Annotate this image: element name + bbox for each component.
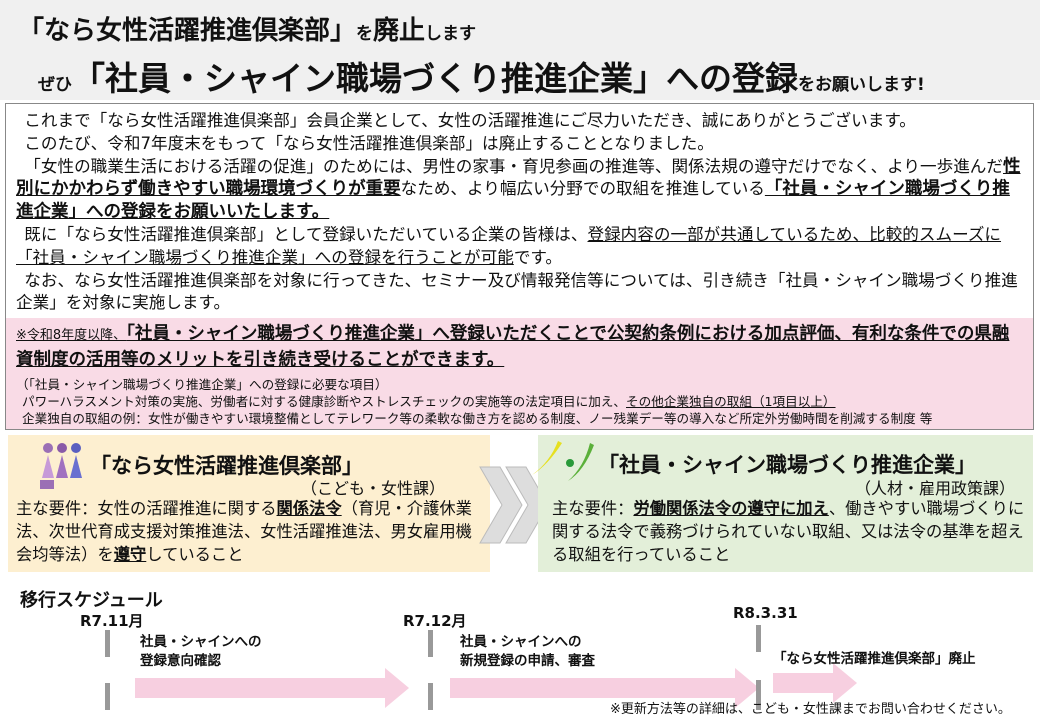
requirements-title: （「社員・シャイン職場づくり推進企業」への登録に必要な項目） [16, 377, 388, 392]
timeline-marker [105, 630, 110, 657]
step-text: 社員・シャインへの [140, 634, 262, 650]
timeline-marker [428, 683, 433, 710]
requirement-1: パワーハラスメント対策の実施、労働者に対する健康診断やストレスチェックの実施等の… [16, 393, 932, 410]
text: パワーハラスメント対策の実施、労働者に対する健康診断やストレスチェックの実施等の… [22, 394, 626, 409]
schedule-arrow [135, 668, 409, 708]
paragraph-4: 既に「なら女性活躍推進倶楽部」として登録いただいている企業の皆様は、登録内容の一… [16, 224, 1026, 270]
header-line-2: ぜひ「社員・シャイン職場づくり推進企業」への登録をお願いします! [38, 52, 925, 100]
schedule-date: R7.12月 [403, 612, 467, 630]
notice-prefix: ※令和8年度以降、 [16, 328, 127, 343]
schedule-step-1: 社員・シャインへの登録意向確認 [140, 633, 262, 671]
schedule-step-3: 「なら女性活躍推進倶楽部」廃止 [773, 650, 976, 669]
text: 、働きやすい職場づくりに関する法令で義務づけられていない取組、又は法令の基準を超… [552, 499, 1025, 564]
shain-title: 「社員・シャイン職場づくり推進企業」 [598, 453, 976, 477]
step-text: 登録意向確認 [140, 653, 221, 669]
notice-panel: ※令和8年度以降、「社員・シャイン職場づくり推進企業」へ登録いただくことで公契約… [6, 318, 1033, 429]
underlined-text: 登録内容の一部が共通しているため、比較的スムーズに「社員・シャイン職場づくり推進… [16, 224, 1002, 267]
emphasis: 性別にかかわらず働きやすい職場環境づくりが重要 [16, 156, 1021, 200]
step-text: 新規登録の申請、審査 [460, 653, 595, 669]
shain-logo-icon [532, 441, 594, 481]
paragraph-5: なお、なら女性活躍推進倶楽部を対象に行ってきた、セミナー及び情報発信等については… [16, 270, 1018, 313]
club-title: 「なら女性活躍推進倶楽部」 [90, 454, 363, 478]
suffix: をお願いします! [798, 75, 925, 95]
shain-requirements: 主な要件：労働関係法令の遵守に加え、働きやすい職場づくりに関する法令で義務づけら… [552, 497, 1030, 566]
text: 「女性の職業生活における活躍の促進」のためには、男性の家事・育児参画の推進等、関… [24, 156, 1003, 176]
schedule-step-2: 社員・シャインへの新規登録の申請、審査 [460, 633, 595, 671]
schedule-arrow [450, 668, 759, 708]
emphasis: 「社員・シャイン職場づくり推進企業」への登録をお願いいたします。 [16, 179, 1010, 223]
prefix: ぜひ [38, 75, 72, 95]
text: 既に「なら女性活躍推進倶楽部」として登録いただいている企業の皆様は、 [24, 224, 588, 244]
text: なため、より幅広い分野での取組を推進している [400, 179, 765, 199]
emphasis: 労働関係法令の遵守に加え [633, 499, 829, 518]
main-text-box: これまで「なら女性活躍推進倶楽部」会員企業として、女性の活躍推進にご尽力いただき… [5, 103, 1034, 430]
step-text: 社員・シャインへの [460, 634, 582, 650]
text: 主な要件：女性の活躍推進に関する [16, 499, 277, 518]
shain-department: （人材・雇用政策課） [854, 479, 1015, 498]
requirement-2: 企業独自の取組の例：女性が働きやすい環境整備としてテレワーク等の柔軟な働き方を認… [22, 411, 933, 426]
club-logo-icon [40, 443, 82, 489]
paragraph-3: 「女性の職業生活における活躍の促進」のためには、男性の家事・育児参画の推進等、関… [16, 156, 1026, 224]
schedule-date: R7.11月 [80, 612, 144, 630]
club-requirements: 主な要件：女性の活躍推進に関する関係法令（育児・介護休業法、次世代育成支援対策推… [16, 497, 486, 566]
schedule-title: 移行スケジュール [20, 590, 163, 611]
suffix: します [425, 24, 477, 44]
particle: を [356, 24, 374, 44]
abolish-text: 廃止 [373, 16, 426, 46]
text: （育児・介護休業法、次世代育成支援対策推進法、女性活躍推進法、男女雇用機会均等法… [16, 499, 472, 564]
notice-text: ※令和8年度以降、「社員・シャイン職場づくり推進企業」へ登録いただくことで公契約… [16, 322, 1026, 372]
club-name: 「なら女性活躍推進倶楽部」 [18, 16, 357, 46]
timeline-marker [756, 625, 761, 652]
register-text: 「社員・シャイン職場づくり推進企業」への登録 [72, 59, 798, 98]
paragraph-1: これまで「なら女性活躍推進倶楽部」会員企業として、女性の活躍推進にご尽力いただき… [24, 111, 916, 130]
schedule-arrow [773, 663, 857, 703]
contact-note: ※更新方法等の詳細は、こども・女性課までお問い合わせください。 [610, 702, 1011, 717]
timeline-marker [105, 683, 110, 710]
club-box: 「なら女性活躍推進倶楽部」 （こども・女性課） 主な要件：女性の活躍推進に関する… [8, 435, 490, 572]
header-banner: 「なら女性活躍推進倶楽部」を廃止します ぜひ「社員・シャイン職場づくり推進企業」… [0, 0, 1040, 100]
shain-box: 「社員・シャイン職場づくり推進企業」 （人材・雇用政策課） 主な要件：労働関係法… [532, 435, 1033, 572]
timeline-marker [428, 630, 433, 657]
text: です。 [513, 247, 562, 267]
underlined-text: その他企業独自の取組（1項目以上） [626, 394, 836, 409]
step-text: 「なら女性活躍推進倶楽部」廃止 [773, 651, 976, 667]
emphasis: 関係法令 [276, 499, 342, 518]
emphasis: 遵守 [113, 545, 147, 564]
timeline-marker [756, 680, 761, 710]
schedule-date: R8.3.31 [733, 604, 798, 622]
header-line-1: 「なら女性活躍推進倶楽部」を廃止します [18, 10, 476, 47]
requirements: （「社員・シャイン職場づくり推進企業」への登録に必要な項目） パワーハラスメント… [16, 376, 932, 427]
paragraph-2: このたび、令和7年度末をもって「なら女性活躍推進倶楽部」は廃止することとなりまし… [24, 133, 714, 153]
text: していること [146, 545, 244, 564]
text: 主な要件： [552, 499, 634, 518]
body-text: これまで「なら女性活躍推進倶楽部」会員企業として、女性の活躍推進にご尽力いただき… [16, 110, 1026, 315]
notice-emphasis: 「社員・シャイン職場づくり推進企業」へ登録いただくことで公契約条例における加点評… [16, 324, 1010, 370]
club-department: （こども・女性課） [300, 479, 445, 498]
